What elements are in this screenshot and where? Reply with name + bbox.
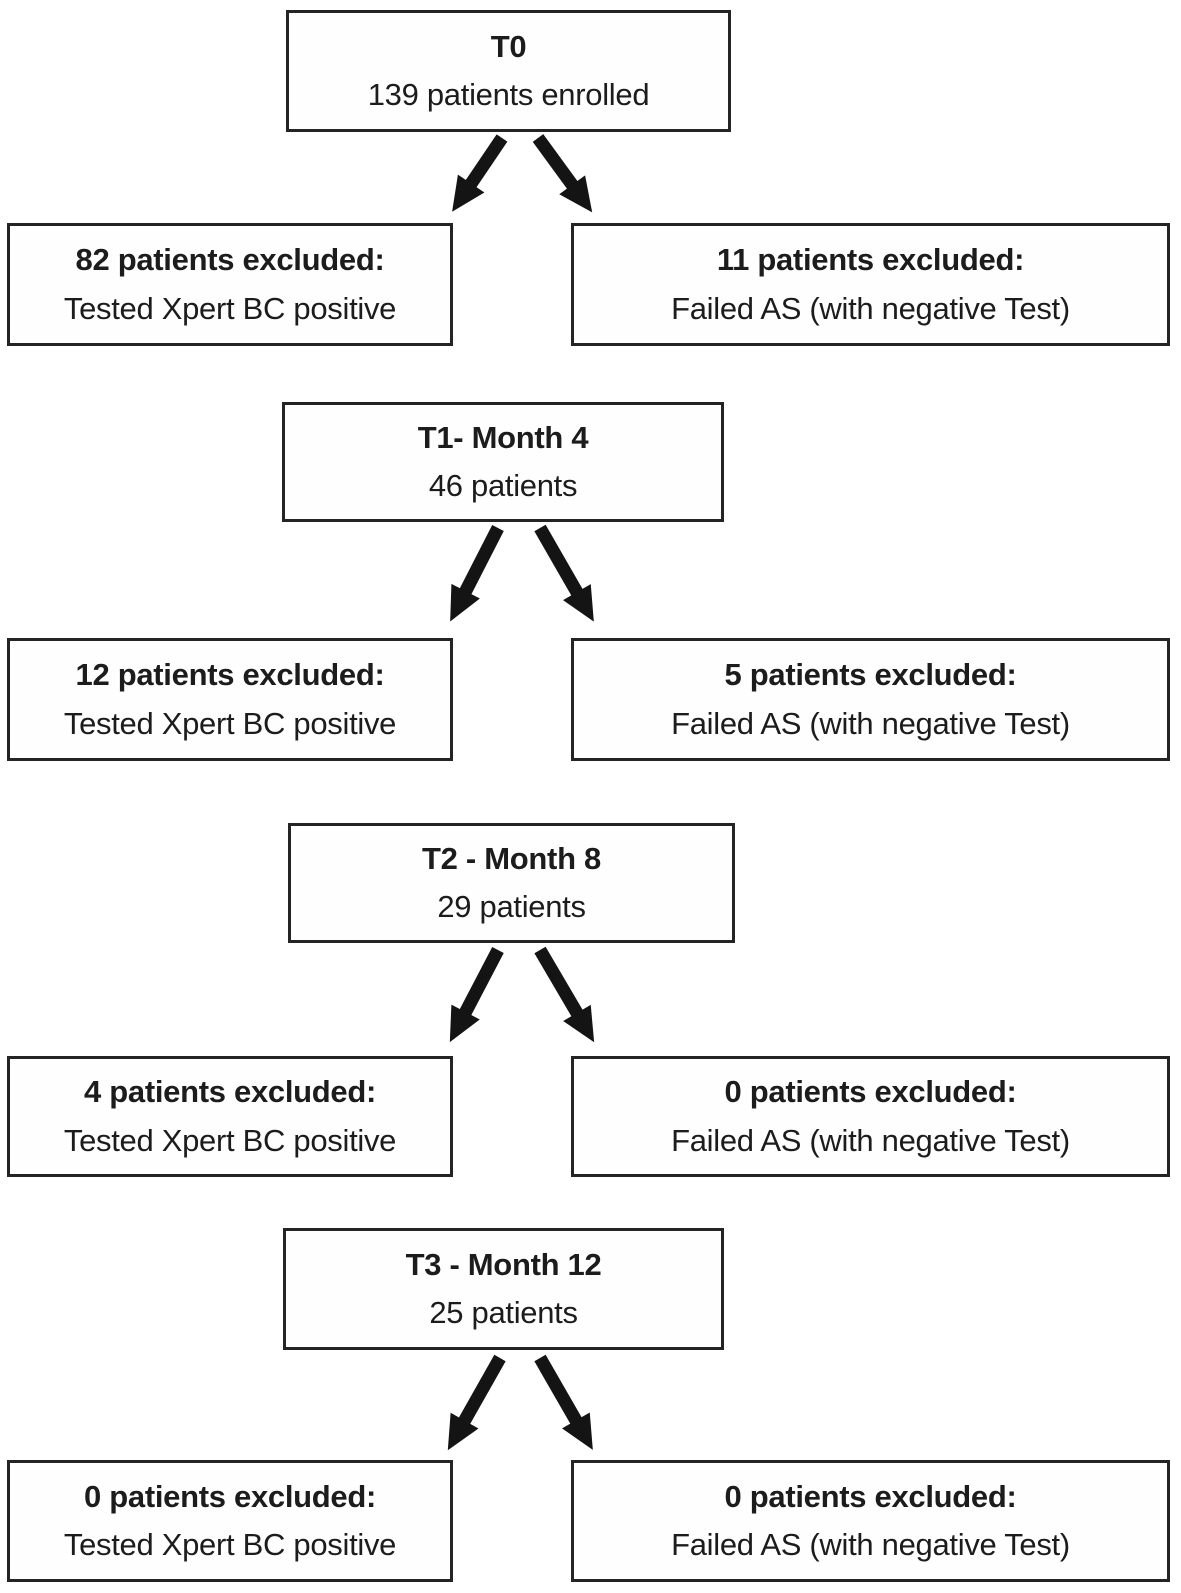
exclusion-box-t0-right: 11 patients excluded: Failed AS (with ne… bbox=[571, 223, 1170, 346]
exclusion-reason: Tested Xpert BC positive bbox=[63, 290, 397, 326]
exclusion-headline: 0 patients excluded: bbox=[83, 1478, 377, 1514]
arrow-t2-left-icon bbox=[449, 946, 504, 1043]
arrow-t0-right-icon bbox=[532, 134, 593, 213]
exclusion-reason: Failed AS (with negative Test) bbox=[671, 1527, 1070, 1562]
stage-count: 25 patients bbox=[429, 1295, 578, 1330]
arrow-t3-right-icon bbox=[534, 1354, 593, 1450]
exclusion-reason: Failed AS (with negative Test) bbox=[671, 290, 1070, 326]
arrow-t3-left-icon bbox=[447, 1354, 506, 1451]
stage-box-t3: T3 - Month 12 25 patients bbox=[283, 1228, 724, 1350]
exclusion-box-t2-left: 4 patients excluded: Tested Xpert BC pos… bbox=[7, 1056, 453, 1177]
stage-box-t1: T1- Month 4 46 patients bbox=[282, 402, 724, 522]
exclusion-headline: 0 patients excluded: bbox=[724, 1478, 1017, 1514]
stage-title: T0 bbox=[490, 28, 527, 64]
exclusion-reason: Tested Xpert BC positive bbox=[63, 705, 397, 741]
exclusion-reason: Tested Xpert BC positive bbox=[63, 1527, 397, 1562]
stage-count: 139 patients enrolled bbox=[367, 77, 650, 112]
exclusion-box-t1-right: 5 patients excluded: Failed AS (with neg… bbox=[571, 638, 1170, 761]
exclusion-reason: Failed AS (with negative Test) bbox=[671, 705, 1070, 741]
stage-count: 29 patients bbox=[437, 889, 586, 924]
stage-count: 46 patients bbox=[428, 468, 578, 503]
stage-title: T2 - Month 8 bbox=[422, 840, 601, 876]
arrow-t0-left-icon bbox=[452, 134, 508, 212]
exclusion-box-t3-right: 0 patients excluded: Failed AS (with neg… bbox=[571, 1460, 1170, 1582]
stage-box-t0: T0 139 patients enrolled bbox=[286, 10, 731, 132]
exclusion-reason: Failed AS (with negative Test) bbox=[671, 1122, 1070, 1158]
exclusion-headline: 82 patients excluded: bbox=[75, 242, 385, 278]
exclusion-box-t2-right: 0 patients excluded: Failed AS (with neg… bbox=[571, 1056, 1170, 1177]
arrow-t1-right-icon bbox=[534, 524, 594, 622]
exclusion-reason: Tested Xpert BC positive bbox=[63, 1122, 397, 1158]
stage-title: T3 - Month 12 bbox=[405, 1246, 602, 1282]
stage-title: T1- Month 4 bbox=[417, 419, 589, 455]
exclusion-box-t1-left: 12 patients excluded: Tested Xpert BC po… bbox=[7, 638, 453, 761]
stage-box-t2: T2 - Month 8 29 patients bbox=[288, 823, 735, 943]
exclusion-headline: 12 patients excluded: bbox=[75, 657, 385, 693]
exclusion-box-t0-left: 82 patients excluded: Tested Xpert BC po… bbox=[7, 223, 453, 346]
arrow-t2-right-icon bbox=[534, 946, 595, 1043]
exclusion-box-t3-left: 0 patients excluded: Tested Xpert BC pos… bbox=[7, 1460, 453, 1582]
arrow-t1-left-icon bbox=[450, 525, 504, 622]
exclusion-headline: 11 patients excluded: bbox=[716, 242, 1025, 278]
exclusion-headline: 5 patients excluded: bbox=[724, 657, 1017, 693]
exclusion-headline: 0 patients excluded: bbox=[724, 1074, 1017, 1110]
exclusion-headline: 4 patients excluded: bbox=[83, 1074, 377, 1110]
